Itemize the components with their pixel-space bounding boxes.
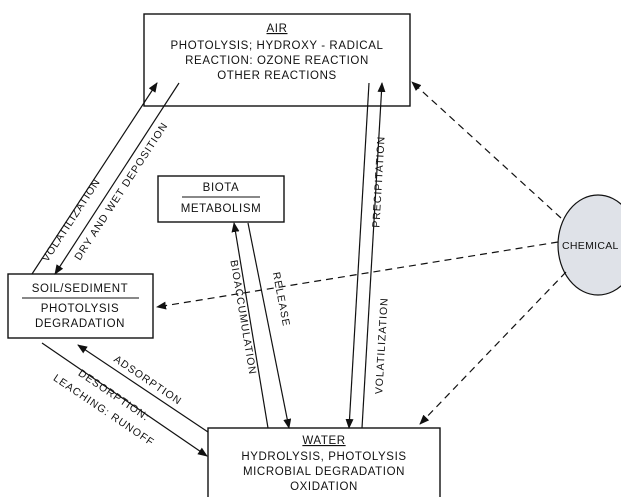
- arrow-air-to-soil: [54, 82, 180, 275]
- air-node: AIR PHOTOLYSIS; HYDROXY - RADICAL REACTI…: [143, 13, 411, 107]
- label-precipitation: PRECIPITATION: [370, 136, 387, 228]
- soil-node: SOIL/SEDIMENT PHOTOLYSIS DEGRADATION: [7, 273, 154, 339]
- air-box: [143, 13, 411, 107]
- dashed-chemical-to-water: [419, 271, 567, 425]
- water-node: WATER HYDROLYSIS, PHOTOLYSIS MICROBIAL D…: [207, 427, 441, 497]
- biota-node: BIOTA METABOLISM: [157, 175, 285, 223]
- soil-box: [7, 273, 154, 339]
- chemical-node: CHEMICAL: [557, 194, 621, 296]
- biota-box: [157, 175, 285, 223]
- water-line-3: OXIDATION: [290, 481, 358, 493]
- soil-title: SOIL/SEDIMENT: [32, 283, 129, 295]
- water-line-1: HYDROLYSIS, PHOTOLYSIS: [241, 451, 406, 463]
- chemical-label: CHEMICAL: [562, 240, 619, 252]
- chemical-ellipse: [557, 194, 621, 296]
- air-title: AIR: [267, 23, 288, 35]
- dashed-chemical-to-soil: [156, 241, 559, 310]
- water-box: [207, 427, 441, 497]
- arrow-water-to-soil: [77, 344, 209, 433]
- air-line-2: REACTION: OZONE REACTION: [185, 55, 369, 67]
- label-release: RELEASE: [270, 271, 292, 328]
- arrow-air-to-water: [345, 82, 370, 429]
- label-volatilization-water-air: VOLATILIZATION: [373, 297, 391, 395]
- air-line-1: PHOTOLYSIS; HYDROXY - RADICAL: [171, 40, 384, 52]
- arrow-soil-to-water: [41, 342, 208, 457]
- air-line-3: OTHER REACTIONS: [217, 70, 337, 82]
- water-line-2: MICROBIAL DEGRADATION: [243, 466, 405, 478]
- label-volatilization-soil-air: VOLATILIZATION: [40, 177, 103, 265]
- biota-line-1: METABOLISM: [181, 203, 262, 215]
- water-title: WATER: [302, 435, 345, 447]
- arrow-soil-to-air: [31, 82, 158, 275]
- soil-line-2: DEGRADATION: [35, 318, 125, 330]
- arrow-water-to-biota: [231, 222, 269, 429]
- label-bioaccumulation: BIOACCUMULATION: [227, 259, 258, 376]
- dashed-chemical-to-air: [411, 81, 562, 219]
- arrow-water-to-air: [361, 82, 386, 429]
- biota-title: BIOTA: [203, 182, 240, 194]
- arrow-biota-to-water: [247, 222, 292, 429]
- soil-line-1: PHOTOLYSIS: [41, 303, 119, 315]
